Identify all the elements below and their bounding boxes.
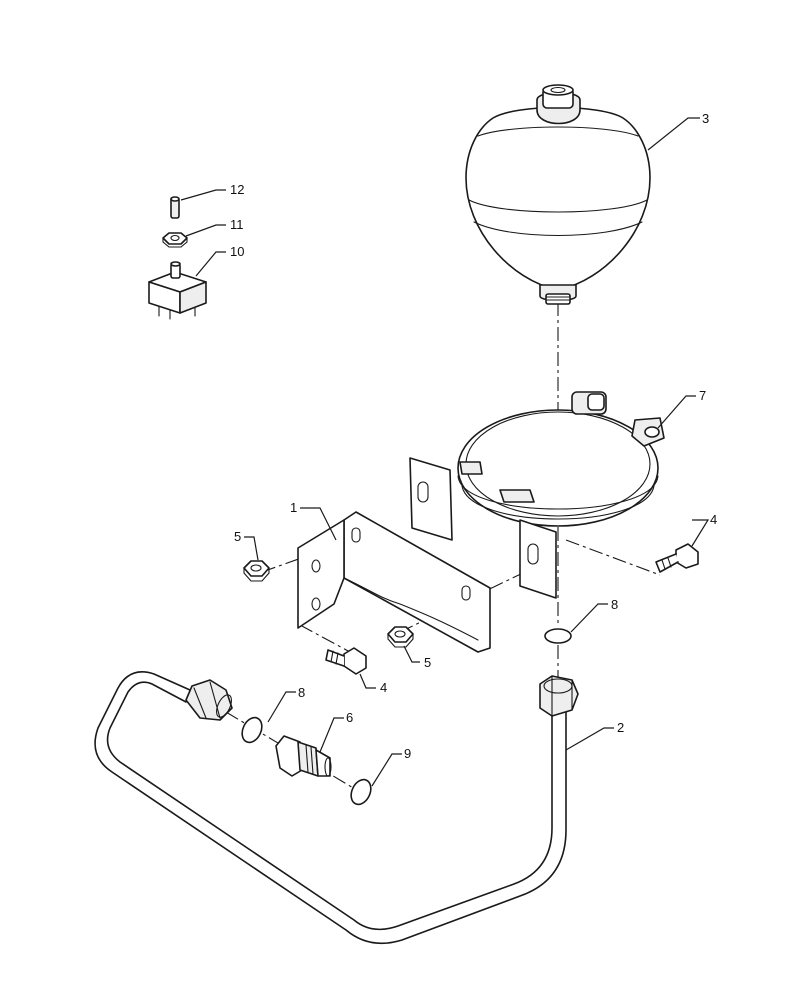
part-3-accumulator [465,84,651,305]
callout-11: 11 [230,217,244,232]
callout-5-upper: 5 [234,529,241,544]
part-1-bracket [297,511,491,653]
part-9-oring [350,778,372,806]
part-7-clamp [409,391,665,599]
callout-5-lower: 5 [424,655,431,670]
callout-8-right: 8 [611,597,618,612]
part-4-bolt-lower [325,647,367,675]
callout-8-left: 8 [298,685,305,700]
leaders [180,117,710,787]
callout-4-lower: 4 [380,680,387,695]
part-11-nut [162,232,188,248]
callout-7: 7 [699,388,706,403]
callout-10: 10 [230,244,244,259]
part-12-pin [170,196,180,219]
callout-3: 3 [702,111,709,126]
callout-9: 9 [404,746,411,761]
part-10-switch [148,261,207,320]
callout-4-right: 4 [710,512,717,527]
part-5-nut-upper [243,560,270,582]
part-4-bolt-right [655,543,699,573]
callout-6: 6 [346,710,353,725]
part-5-nut-lower [387,626,414,648]
callout-2: 2 [617,720,624,735]
callouts: 3 12 11 10 7 1 5 4 8 5 4 8 6 2 9 [230,111,717,761]
part-2-tube [94,671,579,945]
part-8-oring-left [241,716,263,744]
callout-1: 1 [290,500,297,515]
centerlines [225,302,661,793]
callout-12: 12 [230,182,244,197]
part-6-adapter [275,735,332,777]
part-8-oring-right [544,628,572,644]
